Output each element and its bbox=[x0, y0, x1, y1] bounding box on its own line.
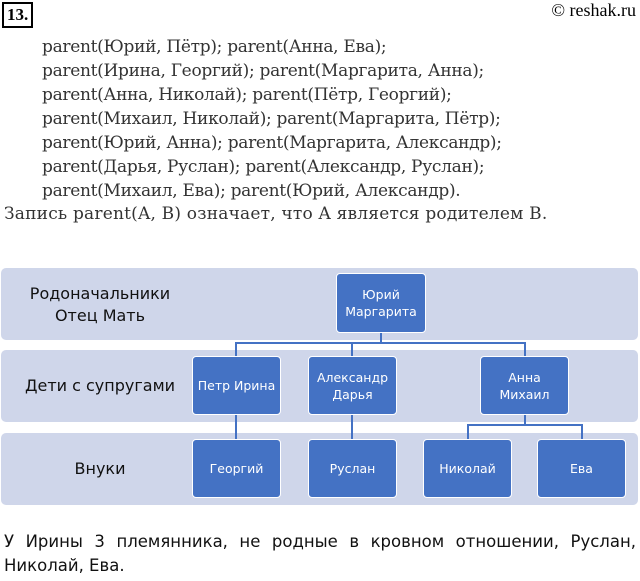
fact-line: parent(Дарья, Руслан); parent(Александр,… bbox=[42, 157, 485, 177]
node-child: Петр Ирина bbox=[192, 356, 281, 415]
row-label-children: Дети с супругами bbox=[24, 376, 176, 395]
connector bbox=[235, 342, 237, 358]
task-number: 13. bbox=[2, 2, 34, 28]
node-grandchild: Николай bbox=[423, 439, 512, 498]
node-text: Маргарита bbox=[345, 304, 417, 319]
row-label-founders: Родоначальники Отец Мать bbox=[10, 283, 190, 327]
row-band-founders bbox=[1, 268, 638, 340]
fact-line: parent(Ирина, Георгий); parent(Маргарита… bbox=[42, 61, 484, 81]
copyright: © reshak.ru bbox=[551, 0, 636, 20]
node-text: Дарья bbox=[332, 386, 373, 402]
fact-line: parent(Анна, Николай); parent(Пётр, Геор… bbox=[42, 85, 452, 105]
connector bbox=[235, 414, 237, 440]
node-text: Александр bbox=[316, 369, 389, 385]
connector bbox=[524, 414, 526, 426]
fact-line: parent(Михаил, Ева); parent(Юрий, Алекса… bbox=[42, 181, 461, 201]
fact-line: parent(Юрий, Анна); parent(Маргарита, Ал… bbox=[42, 133, 502, 153]
answer-text: У Ирины 3 племянника, не родные в кровно… bbox=[4, 532, 636, 575]
connector bbox=[467, 424, 469, 440]
node-grandchild: Георгий bbox=[192, 439, 281, 498]
definition: Запись parent(A, B) означает, что A явля… bbox=[4, 204, 548, 224]
node-text: Юрий bbox=[362, 287, 400, 302]
node-text: Михаил bbox=[499, 386, 550, 402]
node-text: Петр Ирина bbox=[197, 378, 276, 393]
connector bbox=[351, 414, 353, 440]
row-label-grandchildren: Внуки bbox=[74, 459, 126, 478]
row-label-line: Отец Мать bbox=[54, 306, 146, 325]
connector bbox=[467, 424, 583, 426]
fact-line: parent(Юрий, Пётр); parent(Анна, Ева); bbox=[42, 37, 387, 57]
connector bbox=[380, 332, 382, 344]
fact-line: parent(Михаил, Николай); parent(Маргарит… bbox=[42, 109, 501, 129]
connector bbox=[524, 342, 526, 358]
node-grandchild: Ева bbox=[537, 439, 626, 498]
connector bbox=[581, 424, 583, 440]
node-grandchild: Руслан bbox=[308, 439, 397, 498]
node-text: Анна bbox=[508, 369, 541, 385]
row-label-line: Родоначальники bbox=[29, 284, 171, 303]
connector bbox=[235, 342, 526, 344]
connector bbox=[351, 342, 353, 358]
